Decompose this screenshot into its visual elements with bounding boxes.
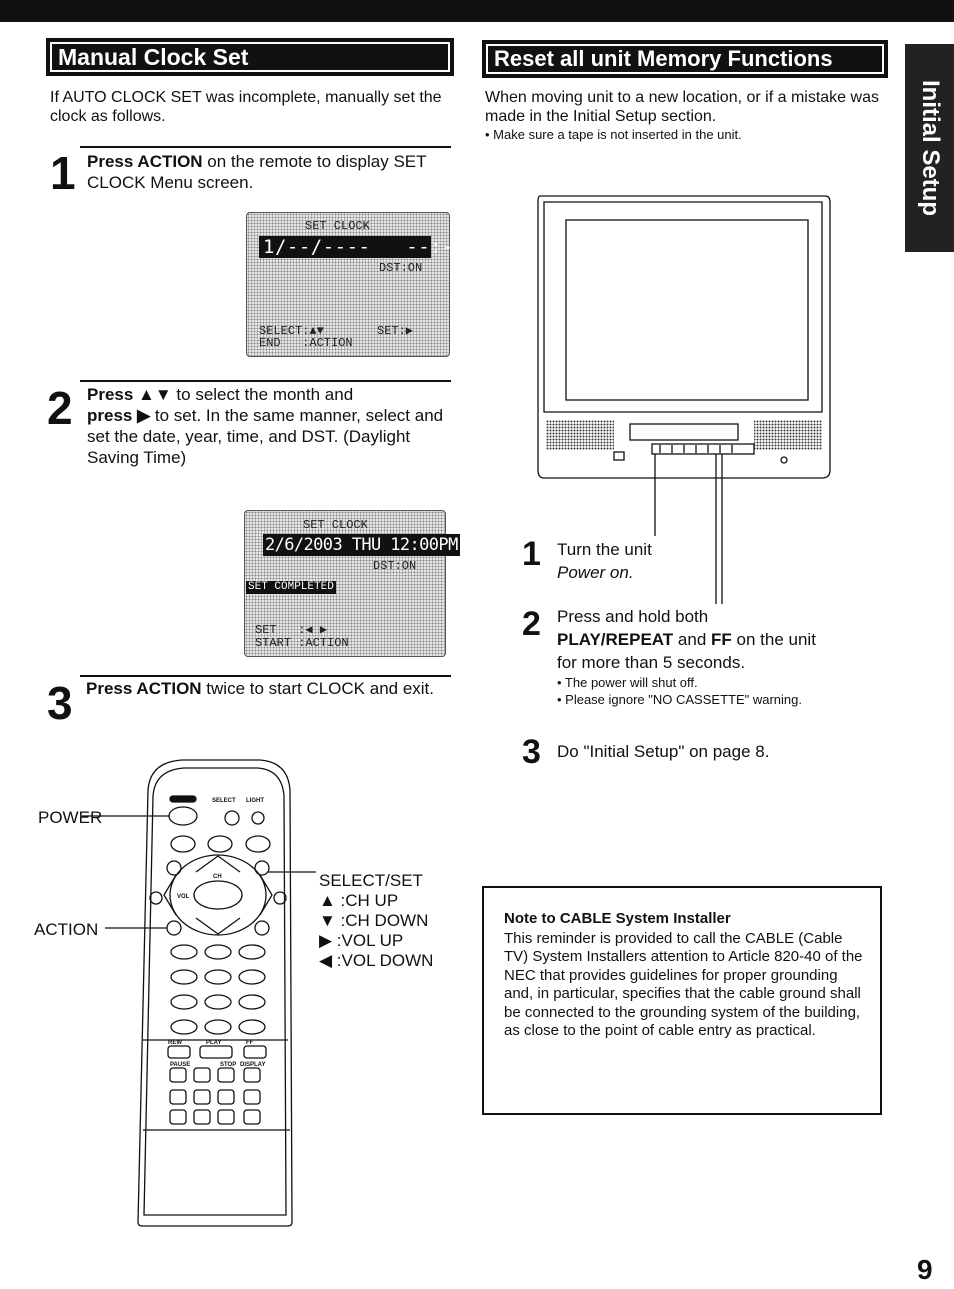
manual-clock-set-header: Manual Clock Set [46, 38, 454, 76]
screen1-end: END :ACTION [259, 336, 353, 350]
screen2-start: START :ACTION [255, 636, 349, 650]
ch-down-label: ▼ :CH DOWN [319, 911, 429, 930]
remote-key-play: PLAY [206, 1040, 221, 1046]
remote-key-ff: FF [246, 1040, 254, 1046]
screen1-select: SELECT:▲▼ [259, 324, 324, 338]
reset-intro: When moving unit to a new location, or i… [485, 89, 879, 125]
top-bar [0, 0, 954, 22]
right-step1-line1: Turn the unit [557, 540, 652, 559]
remote-key-vol: VOL [177, 894, 190, 900]
left-step2-text: Press ▲▼ to select the month and press ▶… [87, 384, 447, 468]
left-step3-rest: twice to start CLOCK and exit. [201, 679, 434, 698]
set-clock-screen-2: SET CLOCK 2/6/2003 THU 12:00PM DST:ON SE… [244, 510, 460, 657]
step2-rule [80, 380, 451, 382]
right-step2-line1: Press and hold both [557, 607, 709, 626]
left-step2-text2: to set. In the same manner, select and s… [87, 406, 444, 467]
left-step2-text1: to select the month and [171, 385, 354, 404]
right-step2-text: Press and hold both PLAY/REPEAT and FF o… [557, 605, 827, 674]
left-step1-rest: on the remote to display SET CLOCK Menu … [87, 152, 427, 192]
right-step2-bold2: FF [711, 630, 732, 649]
note-title: Note to CABLE System Installer [504, 910, 731, 927]
screen1-dst: DST:ON [379, 261, 423, 275]
left-step3-text: Press ACTION twice to start CLOCK and ex… [86, 678, 451, 699]
initial-setup-tab: Initial Setup [905, 44, 954, 252]
screen1-set: SET:▶ [377, 324, 414, 338]
select-set-label: SELECT/SET [319, 871, 423, 890]
screen2-dst: DST:ON [373, 559, 417, 573]
cable-installer-note: Note to CABLE System Installer This remi… [482, 886, 882, 1115]
left-step1-bold: Press ACTION [87, 152, 203, 171]
remote-key-rew: REW [168, 1040, 182, 1046]
reset-bullet: • Make sure a tape is not inserted in th… [485, 127, 742, 142]
right-step3-text: Do "Initial Setup" on page 8. [557, 742, 770, 761]
right-step2-note1: • The power will shut off. [557, 675, 698, 690]
manual-clock-intro: If AUTO CLOCK SET was incomplete, manual… [50, 89, 442, 125]
vol-down-label: ◀ :VOL DOWN [319, 951, 434, 970]
screen2-set: SET :◀ ▶ [255, 623, 328, 637]
left-step2-bold1: Press ▲▼ [87, 385, 172, 404]
remote-key-ch: CH [213, 874, 222, 880]
left-step3-bold: Press ACTION [86, 679, 202, 698]
remote-key-light: LIGHT [246, 798, 264, 804]
note-body: This reminder is provided to call the CA… [504, 930, 863, 1040]
right-step1-number: 1 [522, 535, 541, 573]
right-step2-note2: • Please ignore "NO CASSETTE" warning. [557, 692, 802, 707]
remote-key-display: DISPLAY [240, 1062, 265, 1068]
remote-key-stop: STOP [220, 1062, 236, 1068]
screen1-title: SET CLOCK [305, 219, 370, 233]
left-step1-text: Press ACTION on the remote to display SE… [87, 151, 447, 193]
reset-memory-title: Reset all unit Memory Functions [494, 46, 833, 71]
screen2-value: 2/6/2003 THU 12:00PM [263, 534, 460, 556]
right-step2-number: 2 [522, 605, 541, 643]
left-step1-number: 1 [50, 147, 76, 199]
right-step2-bold1: PLAY/REPEAT [557, 630, 674, 649]
left-step2-bold2: press ▶ [87, 406, 151, 425]
set-clock-screen-1: SET CLOCK 1/--/---- --:-- DST:ON SELECT:… [246, 212, 465, 357]
screen2-completed: SET COMPLETED [246, 581, 336, 594]
page-number: 9 [917, 1254, 933, 1285]
right-step1-italic: Power on. [557, 563, 634, 582]
remote-key-select: SELECT [212, 798, 236, 804]
right-step2-mid: and [673, 630, 712, 649]
step1-rule [80, 146, 451, 148]
right-step2-rest: on the unit for more than 5 seconds. [557, 630, 816, 672]
remote-key-pause: PAUSE [170, 1062, 190, 1068]
vol-up-label: ▶ :VOL UP [319, 931, 404, 950]
right-step1-line2: Power on. [557, 562, 634, 583]
step3-rule [80, 675, 451, 677]
screen2-title: SET CLOCK [303, 518, 368, 532]
right-step3-number: 3 [522, 733, 541, 771]
manual-clock-set-title: Manual Clock Set [58, 44, 249, 70]
reset-memory-header: Reset all unit Memory Functions [482, 40, 888, 78]
initial-setup-tab-label: Initial Setup [916, 79, 944, 217]
left-step2-number: 2 [47, 382, 73, 434]
action-label: ACTION [34, 920, 99, 939]
power-label: POWER [38, 808, 103, 827]
ch-up-label: ▲ :CH UP [319, 891, 399, 910]
left-step3-number: 3 [47, 677, 73, 729]
